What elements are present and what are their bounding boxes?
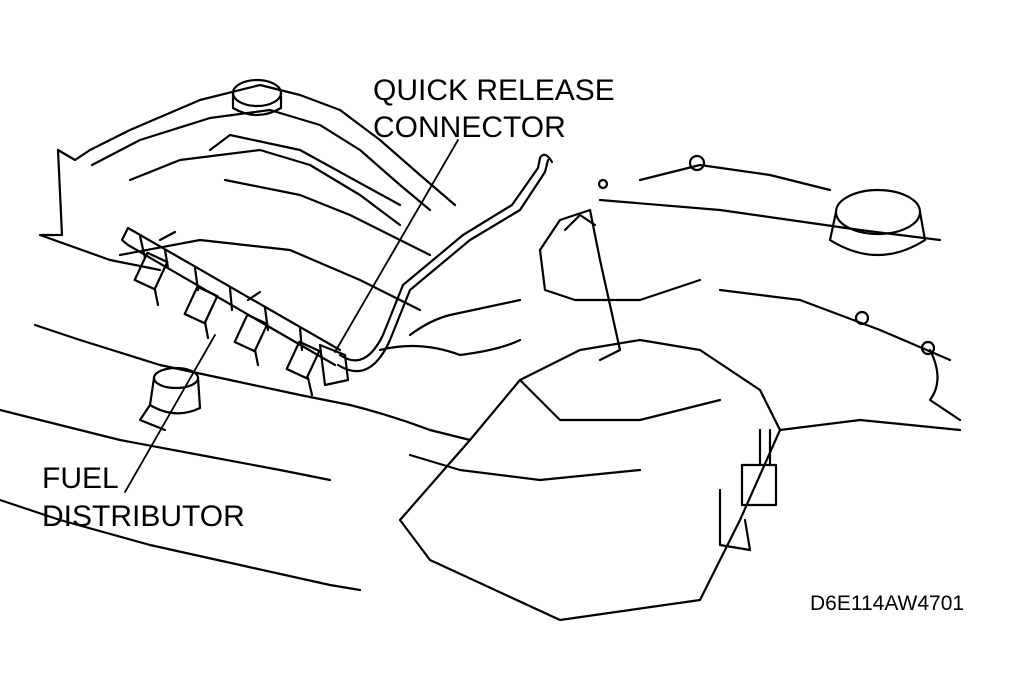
- fuel-lines: [318, 153, 554, 387]
- leader-lines: [124, 139, 459, 493]
- fuel-distributor-label-line-1: FUEL: [42, 462, 119, 495]
- relay-bracket: [718, 428, 778, 552]
- bolts: [597, 154, 936, 356]
- quick-release-connector-label-line-1: QUICK RELEASE: [373, 74, 615, 107]
- engine-mount: [138, 366, 202, 432]
- fuel-rail: [120, 226, 342, 397]
- figure-code: D6E114AW4701: [810, 592, 965, 615]
- air-cleaner: [398, 208, 782, 622]
- harness: [348, 298, 522, 442]
- oil-cap: [231, 78, 283, 117]
- strut-tower: [598, 163, 962, 432]
- fuel-distributor-label-line-2: DISTRIBUTOR: [42, 500, 245, 533]
- quick-release-connector-label-line-2: CONNECTOR: [373, 111, 566, 144]
